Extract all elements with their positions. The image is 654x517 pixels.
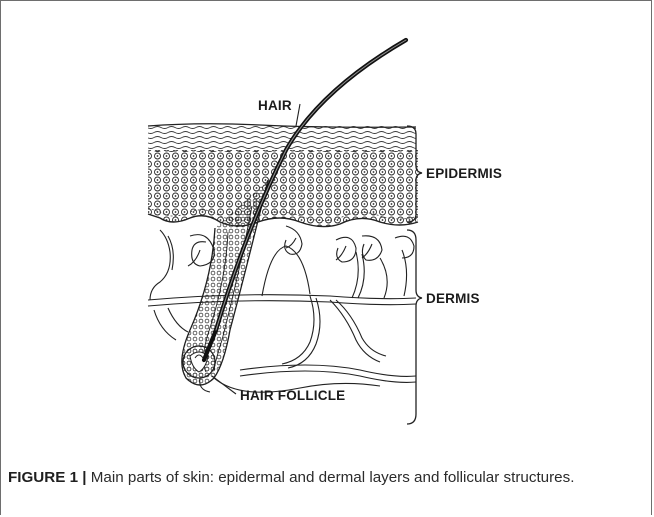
label-hair-follicle: HAIR FOLLICLE	[240, 388, 345, 403]
figure-caption-text: Main parts of skin: epidermal and dermal…	[91, 469, 575, 486]
stratum-corneum	[148, 124, 416, 152]
dermis-brace	[407, 230, 422, 424]
label-dermis: DERMIS	[426, 291, 480, 306]
label-hair: HAIR	[258, 98, 292, 113]
figure-caption-label: FIGURE 1 |	[8, 469, 87, 486]
dermal-papillae	[150, 226, 414, 300]
label-epidermis: EPIDERMIS	[426, 166, 502, 181]
figure-caption: FIGURE 1 | Main parts of skin: epidermal…	[8, 467, 638, 489]
